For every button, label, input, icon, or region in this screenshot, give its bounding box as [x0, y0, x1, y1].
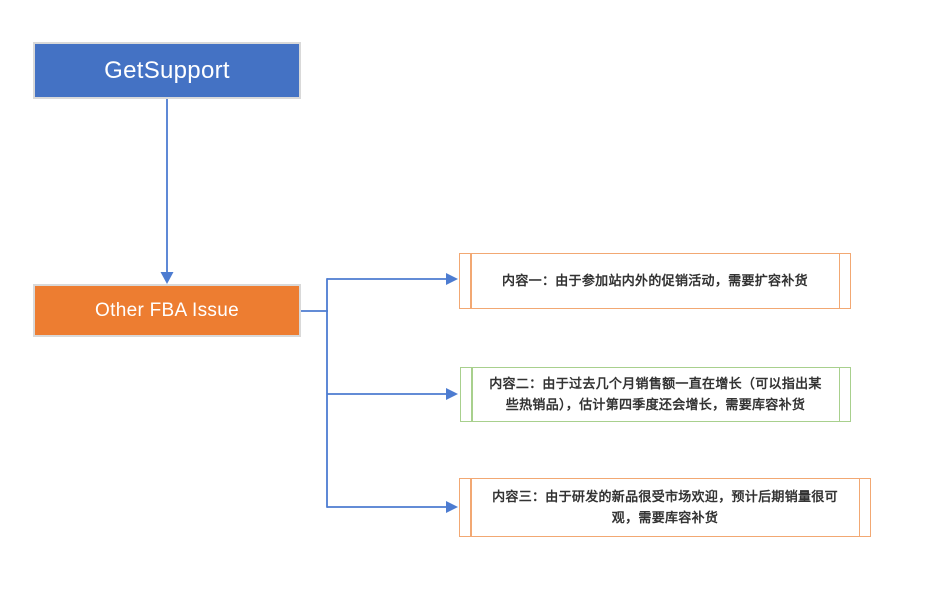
arrowhead-branch-3 [446, 501, 458, 513]
content-box-2: 内容二：由于过去几个月销售额一直在增长（可以指出某些热销品），估计第四季度还会增… [460, 367, 851, 422]
content-box-1-right-bar [838, 254, 840, 308]
content-box-3-right-bar [858, 479, 860, 536]
content-box-3-label: 内容三：由于研发的新品很受市场欢迎，预计后期销量很可观，需要库容补货 [492, 489, 838, 525]
content-box-3-left-bar [470, 479, 472, 536]
content-box-1-left-bar [470, 254, 472, 308]
arrowhead-branch-1 [446, 273, 458, 285]
arrowhead-branch-2 [446, 388, 458, 400]
arrowhead-down [160, 272, 174, 284]
content-box-3: 内容三：由于研发的新品很受市场欢迎，预计后期销量很可观，需要库容补货 [459, 478, 871, 537]
node-other-fba-issue: Other FBA Issue [33, 284, 301, 337]
content-box-1-label: 内容一：由于参加站内外的促销活动，需要扩容补货 [502, 272, 808, 288]
content-box-2-left-bar [471, 368, 473, 421]
content-box-1: 内容一：由于参加站内外的促销活动，需要扩容补货 [459, 253, 851, 309]
node-get-support: GetSupport [33, 42, 301, 99]
content-box-2-right-bar [838, 368, 840, 421]
content-box-2-label: 内容二：由于过去几个月销售额一直在增长（可以指出某些热销品），估计第四季度还会增… [489, 376, 822, 412]
